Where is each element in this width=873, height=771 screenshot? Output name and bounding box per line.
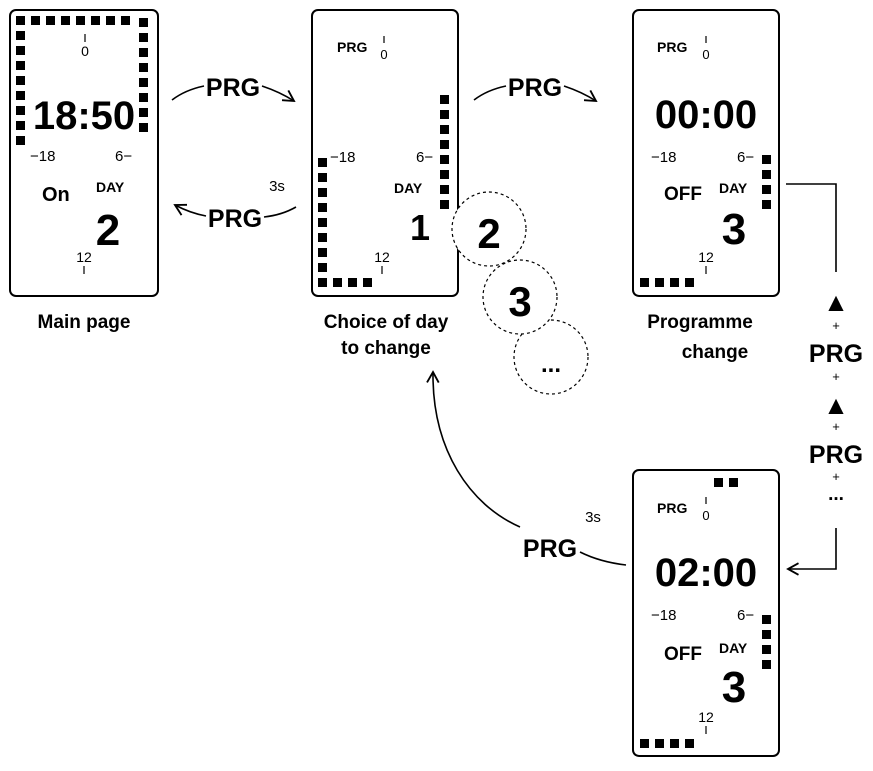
day-option-3: 3 — [508, 278, 531, 325]
main-label-12: 12 — [76, 249, 92, 265]
screen-next-frame — [632, 469, 780, 757]
arrow-main-to-choice-tail — [171, 85, 205, 101]
day-option-more: ... — [541, 351, 561, 378]
screen-main-frame — [9, 9, 159, 297]
arrow-choice-to-main-head — [173, 203, 207, 217]
arrow-choice-to-main-tail — [263, 206, 297, 218]
prg-choice-to-main: PRG — [208, 205, 262, 233]
prg-next-to-choice: PRG — [523, 535, 577, 563]
step-sequence: ▲ + PRG + ▲ + PRG + ... — [809, 287, 863, 505]
screen-programme-change: PRG 0 00:00 −18 6− OFF DAY 3 12 — [632, 9, 780, 297]
programme-caption-line1: Programme — [647, 312, 753, 333]
programme-label-0: 0 — [702, 47, 709, 62]
sequence-plus: + — [832, 318, 840, 333]
choice-label-0: 0 — [380, 47, 387, 62]
next-time-display: 02:00 — [655, 551, 757, 595]
choice-label-12: 12 — [374, 249, 390, 265]
sequence-plus: + — [832, 469, 840, 484]
day-option-bubbles: 2 3 ... — [451, 191, 589, 395]
screen-programme-frame — [632, 9, 780, 297]
next-label-0: 0 — [702, 508, 709, 523]
arrow-main-to-choice-head — [261, 85, 296, 103]
up-arrow-icon: ▲ — [823, 390, 849, 420]
sequence-prg-key: PRG — [809, 441, 863, 469]
choice-day-number: 1 — [410, 207, 430, 248]
main-label-6: 6− — [115, 148, 132, 165]
next-label-6: 6− — [737, 607, 754, 624]
main-day-number: 2 — [96, 206, 120, 255]
programme-day-number: 3 — [722, 205, 746, 254]
arrow-sequence-to-next-step — [786, 528, 837, 576]
hold-next-to-choice: 3s — [585, 509, 601, 526]
arrow-programme-to-sequence — [786, 183, 837, 272]
choice-label-6: 6− — [416, 149, 433, 166]
hold-choice-to-main: 3s — [269, 178, 285, 195]
day-option-bubble-1-circle — [451, 191, 527, 267]
prg-main-to-choice: PRG — [206, 74, 260, 102]
day-option-bubble-3-circle — [513, 319, 589, 395]
next-label-12: 12 — [698, 709, 714, 725]
prg-choice-to-programme: PRG — [508, 74, 562, 102]
main-label-18: −18 — [30, 148, 55, 165]
programme-label-6: 6− — [737, 149, 754, 166]
sequence-prg-key: PRG — [809, 340, 863, 368]
sequence-plus: + — [832, 369, 840, 384]
arrow-next-to-choice-head — [426, 370, 521, 528]
sequence-plus: + — [832, 419, 840, 434]
choice-caption-line2: to change — [341, 338, 431, 359]
next-segments — [640, 478, 771, 748]
next-day-number: 3 — [722, 663, 746, 712]
next-prg-label: PRG — [657, 500, 687, 516]
main-time-display: 18:50 — [33, 94, 135, 138]
programme-mode-indicator: OFF — [664, 184, 702, 205]
main-segment-ring — [16, 16, 148, 145]
programme-segments — [640, 155, 771, 287]
screen-main-page: 0 18:50 −18 6− On DAY 2 12 — [9, 9, 159, 297]
main-page-caption: Main page — [38, 312, 131, 333]
main-mode-indicator: On — [42, 184, 70, 206]
choice-day-label: DAY — [394, 180, 423, 196]
day-option-2: 2 — [477, 210, 500, 257]
arrow-next-to-choice-tail — [579, 551, 627, 566]
day-option-bubble-2-circle — [482, 259, 558, 335]
next-mode-indicator: OFF — [664, 644, 702, 665]
programme-caption-line2: change — [682, 342, 749, 363]
programme-prg-label: PRG — [657, 39, 687, 55]
arrow-choice-to-programme-tail — [473, 85, 507, 101]
sequence-ellipsis: ... — [828, 484, 844, 505]
programme-time-display: 00:00 — [655, 93, 757, 137]
programme-label-18: −18 — [651, 149, 676, 166]
choice-caption-line1: Choice of day — [324, 312, 449, 333]
next-label-18: −18 — [651, 607, 676, 624]
screen-programme-next-step: PRG 0 02:00 −18 6− OFF DAY 3 12 — [632, 469, 780, 757]
arrow-choice-to-programme-head — [563, 85, 598, 103]
main-label-0: 0 — [81, 43, 89, 59]
choice-segment-ring — [318, 95, 449, 287]
programme-day-label: DAY — [719, 180, 748, 196]
choice-prg-label: PRG — [337, 39, 367, 55]
programme-label-12: 12 — [698, 249, 714, 265]
screen-choice-frame — [311, 9, 459, 297]
up-arrow-icon: ▲ — [823, 287, 849, 317]
next-day-label: DAY — [719, 640, 748, 656]
main-day-label: DAY — [96, 179, 125, 195]
screen-choice-of-day: PRG 0 −18 6− DAY 1 12 — [311, 9, 459, 297]
choice-label-18: −18 — [330, 149, 355, 166]
